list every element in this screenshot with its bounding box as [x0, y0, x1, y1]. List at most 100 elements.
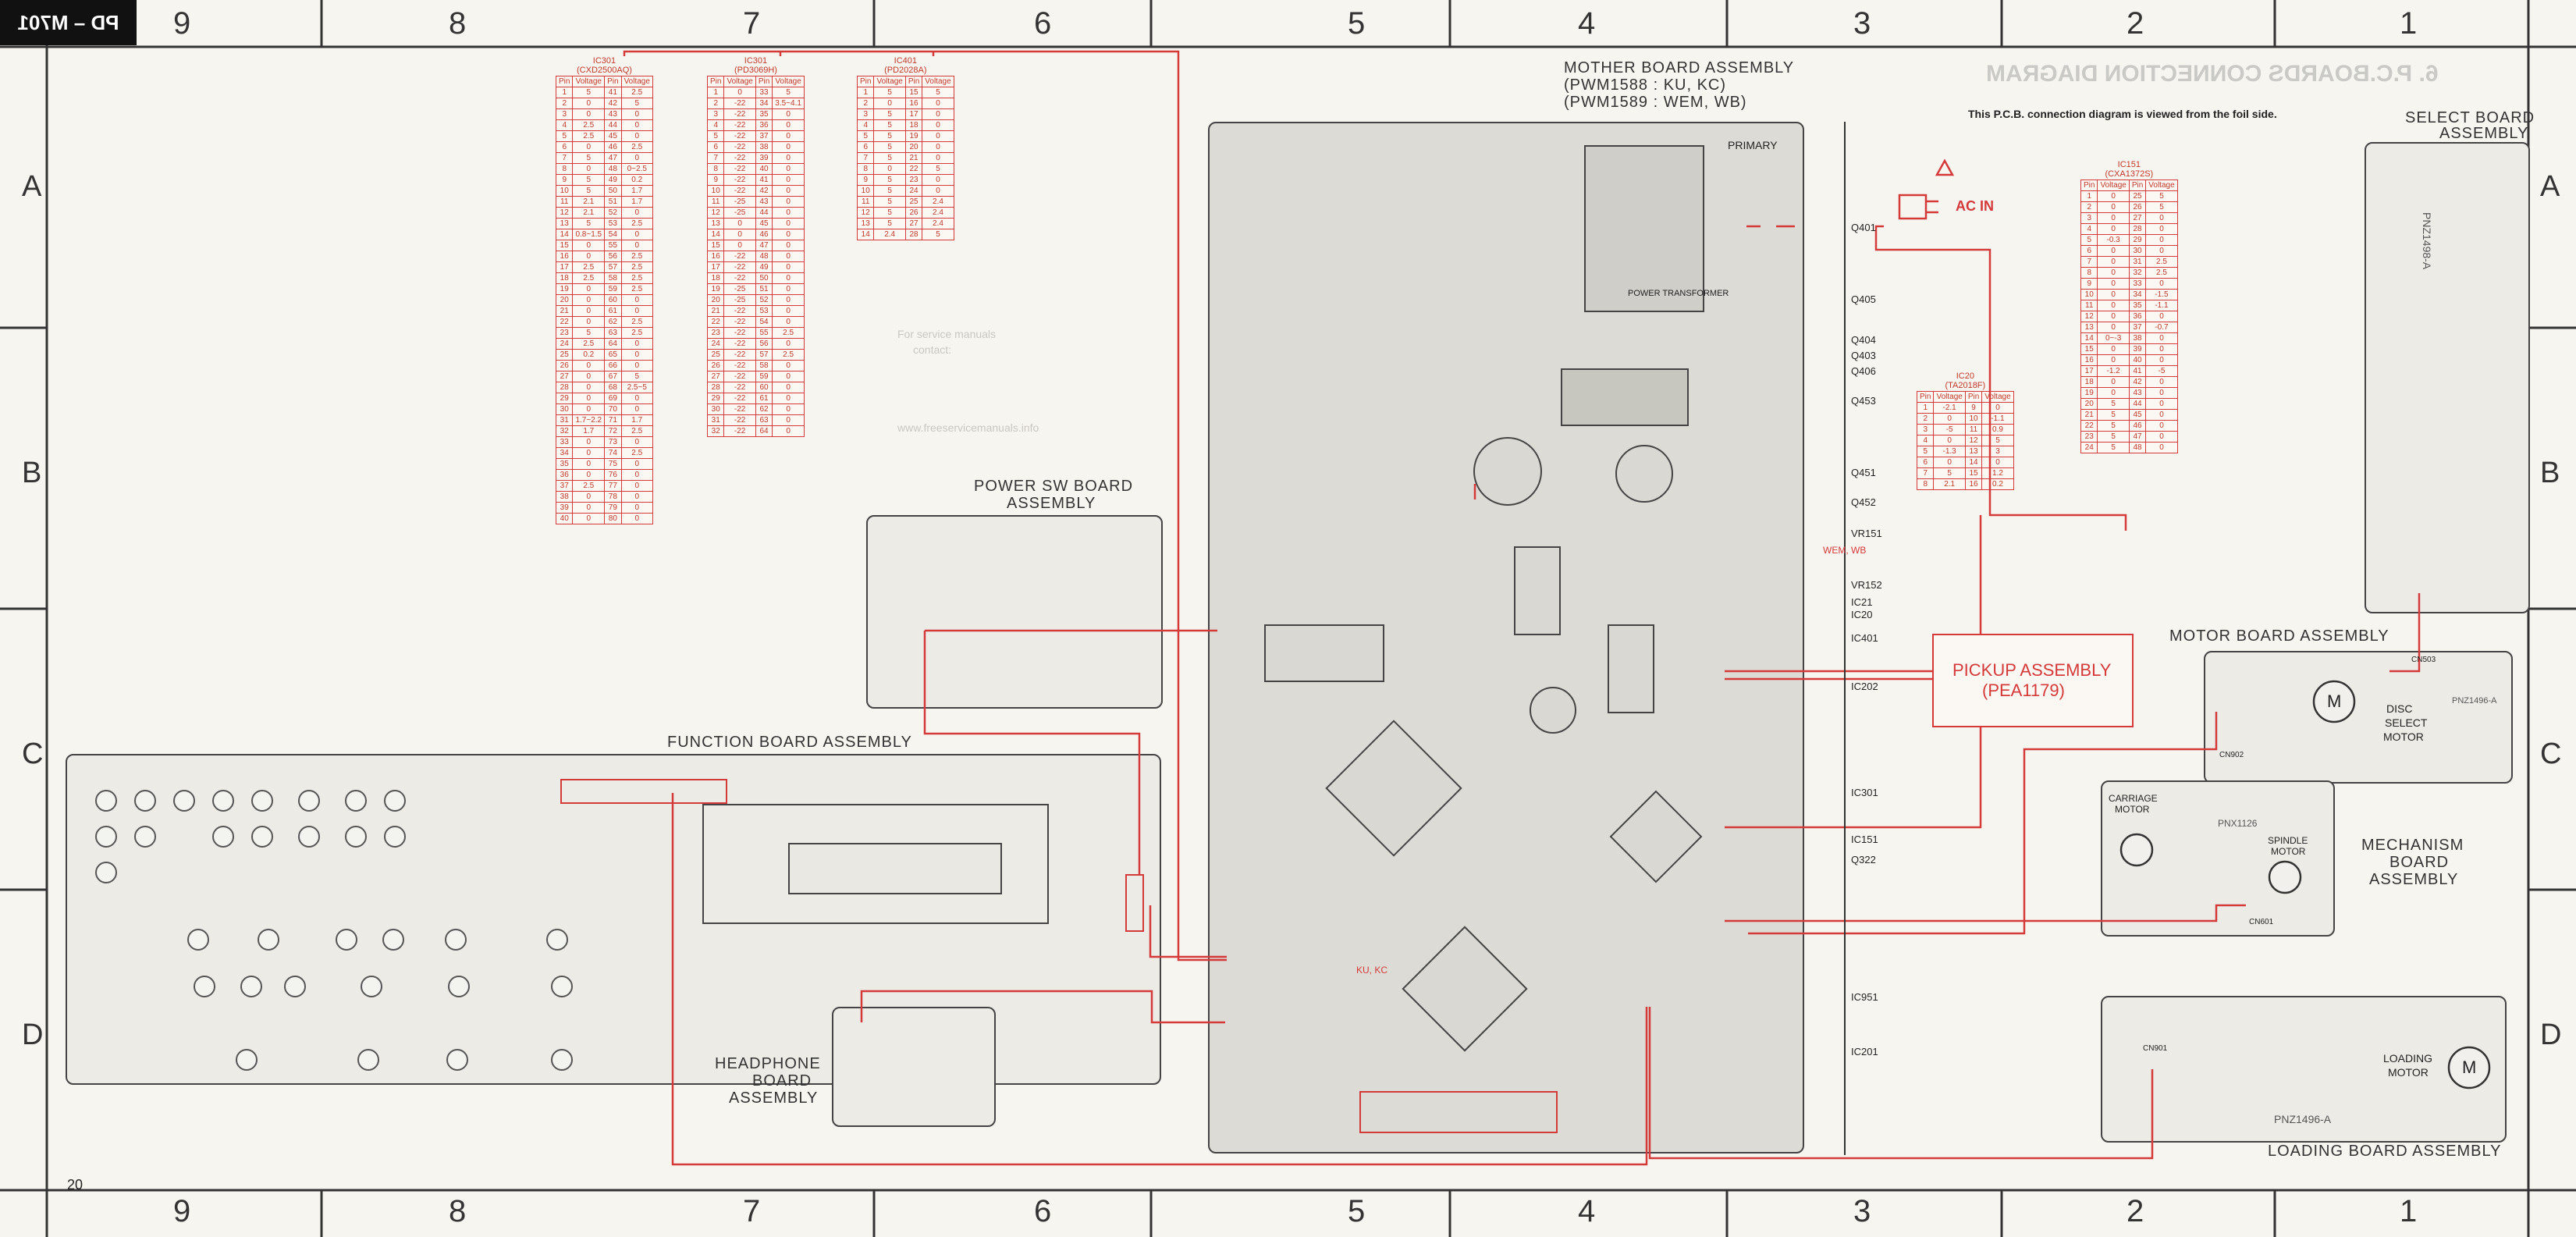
table-cell: 2.4 [873, 229, 906, 240]
table-cell: 0 [922, 152, 954, 164]
table-cell: 54 [604, 229, 622, 240]
mechanism-board-label-1: MECHANISM [2361, 837, 2464, 854]
table-cell: 41 [755, 174, 773, 186]
table-caption-line: IC301 [592, 56, 616, 66]
table-cell: 0.2 [620, 174, 653, 186]
ic-ref-label: Q322 [1851, 854, 1876, 866]
table-cell: 0 [620, 240, 653, 251]
table-cell: 19 [706, 283, 725, 295]
table-cell: 2 [555, 98, 574, 109]
ic-ref-label: Q451 [1851, 467, 1876, 478]
table-cell: 24 [555, 338, 574, 350]
grid-row-d-left: D [22, 1018, 44, 1051]
ic-ref-label: IC202 [1851, 681, 1878, 692]
table-cell: 37 [555, 480, 574, 492]
mother-board-label-2: (PWM1588 : KU, KC) [1564, 76, 1727, 94]
grid-col-2-bottom: 2 [2127, 1194, 2144, 1228]
table-cell: 1 [856, 87, 875, 98]
pickup-assembly-label-1: PICKUP ASSEMBLY [1952, 660, 2112, 680]
table-cell: -5 [2145, 365, 2178, 377]
table-cell: 2.5 [2145, 256, 2178, 268]
function-key [384, 790, 406, 812]
function-key [445, 929, 467, 951]
table-cell: 38 [555, 491, 574, 503]
grid-row-a-right: A [2540, 170, 2560, 203]
function-key [95, 862, 117, 883]
ic-ref-label: Q404 [1851, 334, 1876, 346]
mother-board-label-1: MOTHER BOARD ASSEMBLY [1564, 59, 1795, 76]
table-cell: 16 [1964, 478, 1983, 490]
function-key [258, 929, 279, 951]
table-cell: 0 [772, 425, 805, 437]
headphone-board [832, 1007, 996, 1127]
function-board-side-connector [1125, 874, 1144, 932]
ic-chip [1514, 546, 1561, 635]
ic-chip [1264, 624, 1384, 682]
mother-board-label-3: (PWM1589 : WEM, WB) [1564, 94, 1747, 111]
fl-display-window [788, 843, 1002, 894]
ic-ref-label: IC401 [1851, 632, 1878, 644]
function-key [345, 826, 367, 848]
ic-ref-label: IC20 [1851, 609, 1873, 620]
table-cell: 14 [856, 229, 875, 240]
table-cell: 22 [706, 316, 725, 328]
ic-ref-label: IC301 [1851, 787, 1878, 798]
table-cell: 39 [755, 152, 773, 164]
table-cell: 12 [2080, 311, 2098, 322]
table-caption-line: IC20 [1956, 371, 1974, 381]
table-caption-line: IC151 [2117, 160, 2141, 169]
grid-col-3-top: 3 [1853, 6, 1871, 41]
grid-col-4-top: 4 [1578, 6, 1596, 41]
table-cell: 27 [706, 371, 725, 382]
function-key [551, 1049, 573, 1071]
cn-label: CN902 [2219, 751, 2244, 759]
table-cell: 0 [2145, 442, 2178, 453]
table-cell: 71 [604, 414, 622, 426]
power-sw-board-label-1: POWER SW BOARD [974, 478, 1134, 495]
grid-row-b-left: B [22, 457, 42, 489]
table-cell: 7 [706, 152, 725, 164]
table-caption-line: IC301 [744, 56, 768, 66]
table-cell: 7 [1916, 467, 1935, 479]
primary-label: PRIMARY [1728, 139, 1778, 151]
spindle-motor-label-1: SPINDLE [2268, 835, 2308, 846]
grid-col-5-top: 5 [1348, 6, 1366, 41]
ic-ref-label: IC151 [1851, 834, 1878, 845]
table-cell: 42 [755, 185, 773, 197]
pnz-loading-label: PNZ1496-A [2274, 1113, 2332, 1125]
table-cell: 21 [706, 305, 725, 317]
watermark-line-3: www.freeservicemanuals.info [897, 421, 1039, 434]
